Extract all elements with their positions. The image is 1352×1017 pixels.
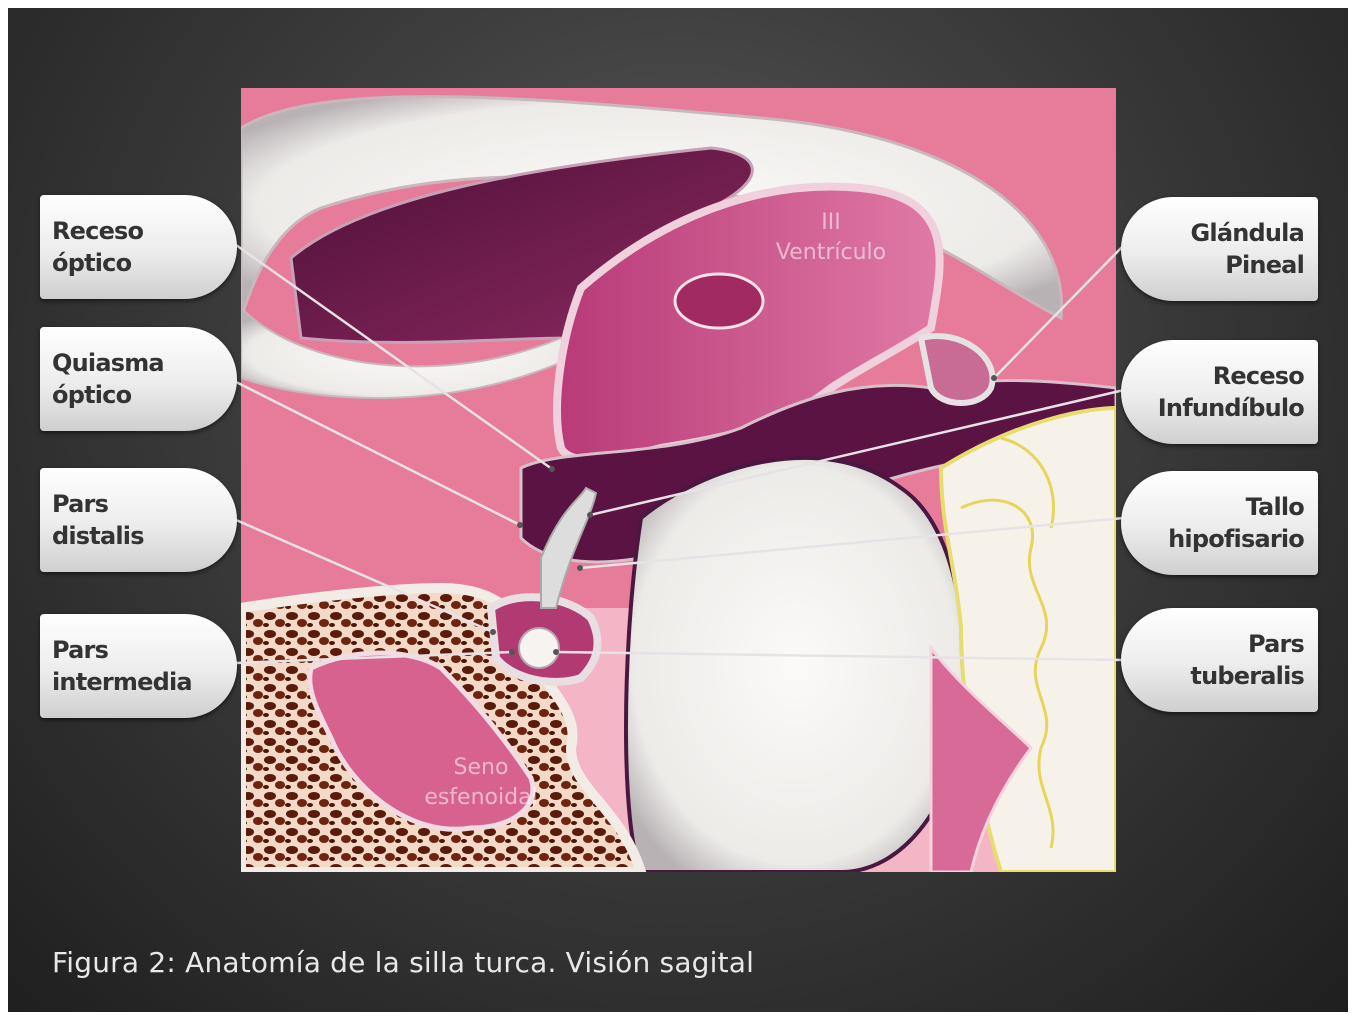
- label-tallo-hipofisario: Tallo hipofisario: [1121, 471, 1318, 575]
- label-text: Pars intermedia: [52, 634, 192, 698]
- pointer-tallo-hipofisario: [580, 518, 1124, 568]
- pointer-glandula-pineal: [994, 245, 1124, 378]
- label-text: Pars tuberalis: [1190, 628, 1304, 692]
- figure-caption: Figura 2: Anatomía de la silla turca. Vi…: [52, 946, 754, 979]
- pointer-pars-tuberalis: [556, 652, 1124, 660]
- label-text: Receso Infundíbulo: [1158, 360, 1304, 424]
- label-receso-optico: Receso óptico: [40, 195, 237, 299]
- label-text: Pars distalis: [52, 488, 144, 552]
- label-text: Quiasma óptico: [52, 347, 164, 411]
- pointer-receso-infundibulo: [590, 390, 1124, 515]
- pointer-quiasma-optico: [236, 382, 520, 525]
- label-pars-intermedia: Pars intermedia: [40, 614, 237, 718]
- label-quiasma-optico: Quiasma óptico: [40, 327, 237, 431]
- pointer-receso-optico: [236, 245, 552, 469]
- pointer-pars-distalis: [236, 520, 493, 632]
- label-receso-infundibulo: Receso Infundíbulo: [1121, 340, 1318, 444]
- label-text: Receso óptico: [52, 215, 143, 279]
- label-text: Glándula Pineal: [1191, 217, 1305, 281]
- label-pars-tuberalis: Pars tuberalis: [1121, 608, 1318, 712]
- pointer-pars-intermedia: [236, 652, 512, 663]
- label-text: Tallo hipofisario: [1168, 491, 1304, 555]
- label-glandula-pineal: Glándula Pineal: [1121, 197, 1318, 301]
- label-pars-distalis: Pars distalis: [40, 468, 237, 572]
